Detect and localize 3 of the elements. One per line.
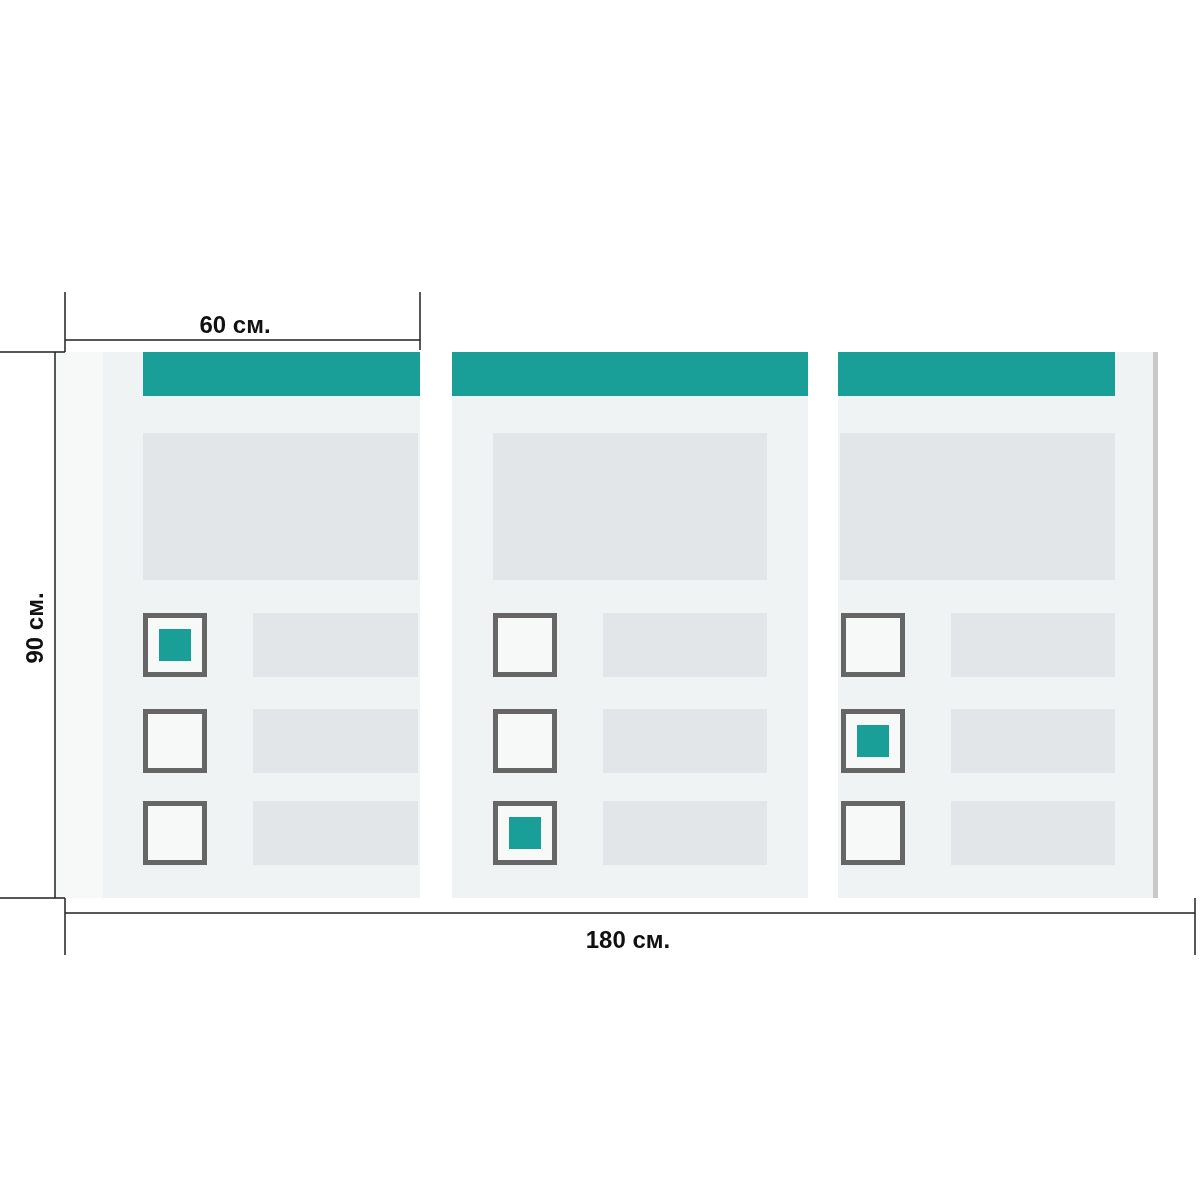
dimension-label: 60 см. (199, 311, 271, 339)
dimension-label: 180 см. (585, 926, 671, 954)
dimension-label: 90 см. (21, 592, 49, 664)
